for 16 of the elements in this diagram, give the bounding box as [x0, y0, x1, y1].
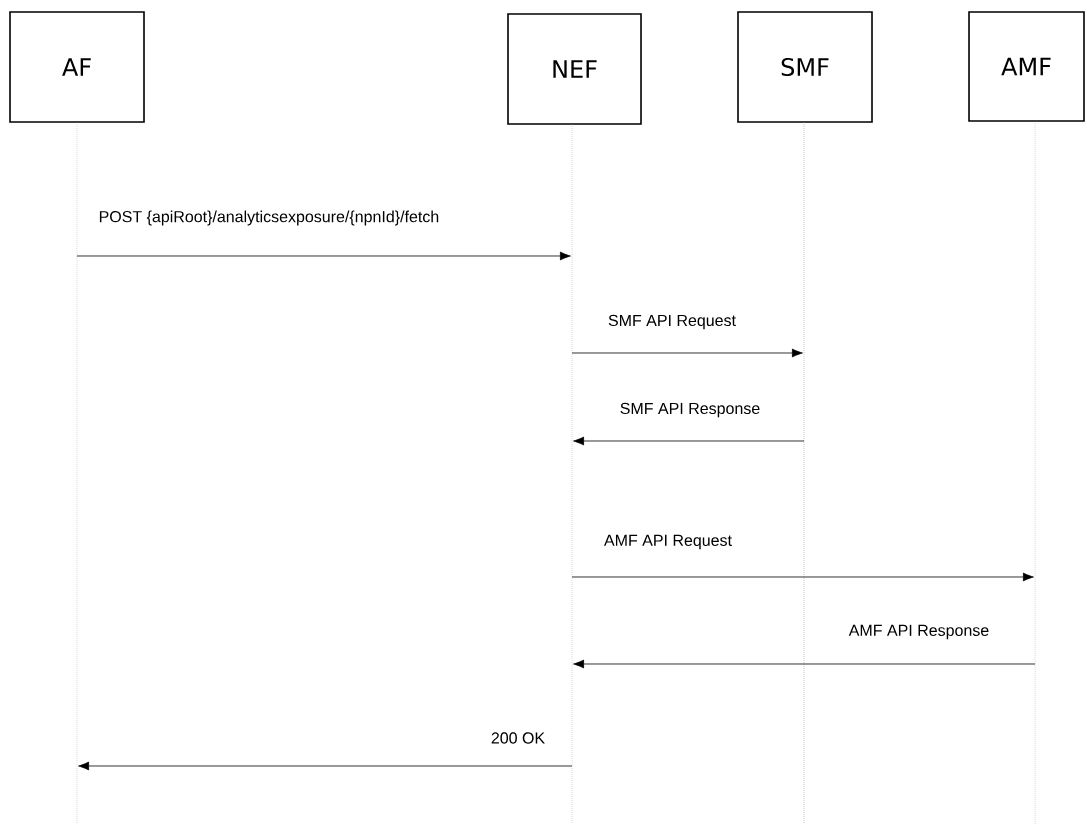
message-label: SMF API Response: [620, 402, 760, 418]
participant-box: AMF: [968, 11, 1085, 122]
message-label: AMF API Request: [604, 534, 732, 550]
message-arrow: [76, 251, 571, 261]
message-arrow: [573, 659, 1036, 669]
participant-box: SMF: [737, 11, 873, 123]
participant-box: NEF: [507, 13, 642, 125]
message-label: AMF API Response: [848, 624, 989, 640]
message-arrow: [571, 572, 1034, 582]
message-label: 200 OK: [491, 732, 545, 744]
message-arrow: [573, 436, 805, 446]
participant-box: AF: [9, 11, 145, 123]
message-arrow: [78, 761, 573, 771]
message-label: POST {apiRoot}/analyticsexposure/{npnId}/fetch: [99, 210, 439, 226]
message-label: SMF API Request: [608, 314, 736, 330]
message-arrow: [571, 348, 803, 358]
